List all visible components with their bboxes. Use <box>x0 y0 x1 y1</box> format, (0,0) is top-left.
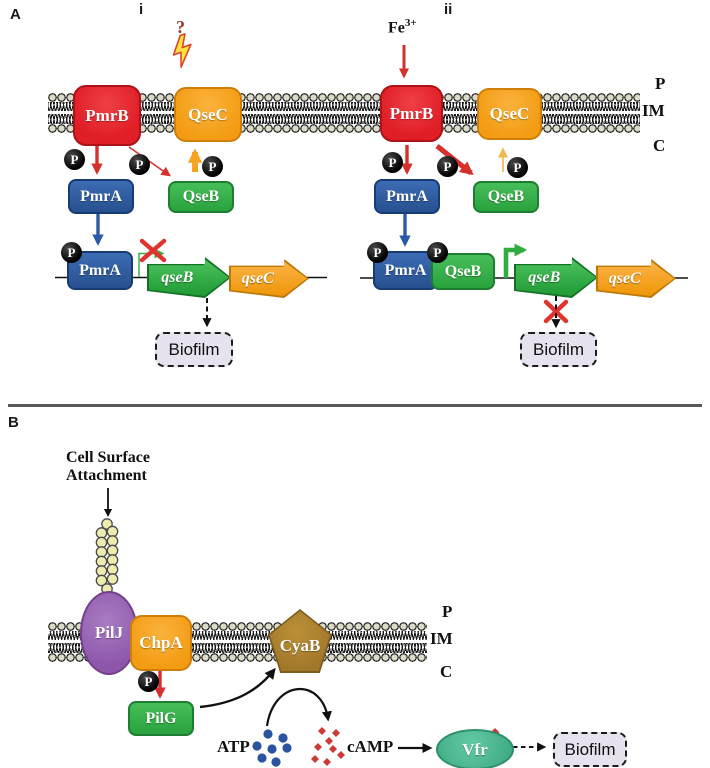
pilg-regulator: PilG <box>128 701 194 736</box>
phosphate-icon: P <box>437 156 458 177</box>
biofilm-box-b: Biofilm <box>553 732 627 767</box>
panel-a-i-label: i <box>139 1 144 18</box>
qseb-regulator-ii: QseB <box>473 181 539 213</box>
pmra-regulator-i: PmrA <box>68 179 134 214</box>
phosphate-icon: P <box>129 154 150 175</box>
phosphate-icon: P <box>507 157 528 178</box>
qsec-gene-arrow-i: qseC <box>229 259 309 298</box>
cell-surface-attachment-label: Cell Surface Attachment <box>66 449 150 485</box>
ferric-iron-label: Fe3+ <box>388 17 417 37</box>
panel-a-label: A <box>10 6 21 23</box>
qseb-gene-label: qseB <box>161 268 194 286</box>
atp-molecule-dots <box>252 729 292 767</box>
phosphate-icon: P <box>64 149 85 170</box>
qseb-dna-bound-ii: QseB <box>431 253 495 290</box>
qsec-sensor-i: QseC <box>174 87 242 142</box>
panel-divider <box>8 404 702 407</box>
fe-text: Fe <box>388 19 405 37</box>
qseb-gene-label: qseB <box>528 268 561 286</box>
periplasm-label-a: P <box>655 74 666 93</box>
periplasm-label-b: P <box>442 602 453 621</box>
inhibition-x-biofilm-ii <box>543 299 569 324</box>
cytoplasm-label-a: C <box>653 136 666 155</box>
lipid-head-row <box>48 622 427 631</box>
pmrb-sensor-i: PmrB <box>73 85 141 146</box>
atp-label: ATP <box>217 737 250 756</box>
inner-membrane-label-b: IM <box>430 629 453 648</box>
qseb-gene-arrow-i: qseB <box>147 257 231 298</box>
qsec-gene-arrow-ii: qseC <box>596 259 676 298</box>
inhibition-x-promoter-i <box>139 238 167 263</box>
fe-superscript: 3+ <box>404 17 417 29</box>
qsec-sensor-ii: QseC <box>477 88 542 140</box>
lipid-head-row <box>48 653 427 662</box>
biofilm-box-ii: Biofilm <box>520 332 597 367</box>
cyab-adenylate-cyclase: CyaB <box>268 609 332 673</box>
phosphate-icon: P <box>202 156 223 177</box>
atp-camp-conversion-arc <box>265 688 332 727</box>
qseb-regulator-i: QseB <box>168 181 234 213</box>
camp-label: cAMP <box>347 737 394 756</box>
attachment-line1: Cell Surface <box>66 449 150 466</box>
qseb-gene-arrow-ii: qseB <box>514 257 598 298</box>
phosphate-icon: P <box>61 242 82 263</box>
chpa-kinase: ChpA <box>130 615 192 671</box>
pilg-cyab-arrow <box>199 667 276 709</box>
attachment-line2: Attachment <box>66 467 147 484</box>
vfr-transcription-factor: Vfr <box>436 729 514 768</box>
inner-membrane-label-a: IM <box>642 101 665 120</box>
biofilm-box-i: Biofilm <box>155 332 233 367</box>
qsec-gene-label: qseC <box>608 269 641 287</box>
pmra-regulator-ii: PmrA <box>374 179 440 214</box>
lipid-head-row <box>48 93 640 102</box>
lipid-head-row <box>48 124 640 133</box>
cyab-label: CyaB <box>270 611 330 671</box>
pmrb-sensor-ii: PmrB <box>380 85 443 142</box>
qsec-gene-label: qseC <box>241 269 274 287</box>
panel-b-label: B <box>8 414 19 431</box>
unknown-signal-label: ? <box>176 17 185 37</box>
camp-molecule-dots <box>311 727 345 766</box>
panel-a-ii-label: ii <box>444 1 453 18</box>
lightning-bolt-icon <box>172 33 192 68</box>
phosphate-icon: P <box>427 242 448 263</box>
phosphate-icon: P <box>138 671 159 692</box>
phosphate-icon: P <box>367 242 388 263</box>
pmra-dna-bound-ii: PmrA <box>373 251 438 290</box>
phosphate-icon: P <box>382 152 403 173</box>
cytoplasm-label-b: C <box>440 662 453 681</box>
pilus-beads <box>95 518 119 595</box>
